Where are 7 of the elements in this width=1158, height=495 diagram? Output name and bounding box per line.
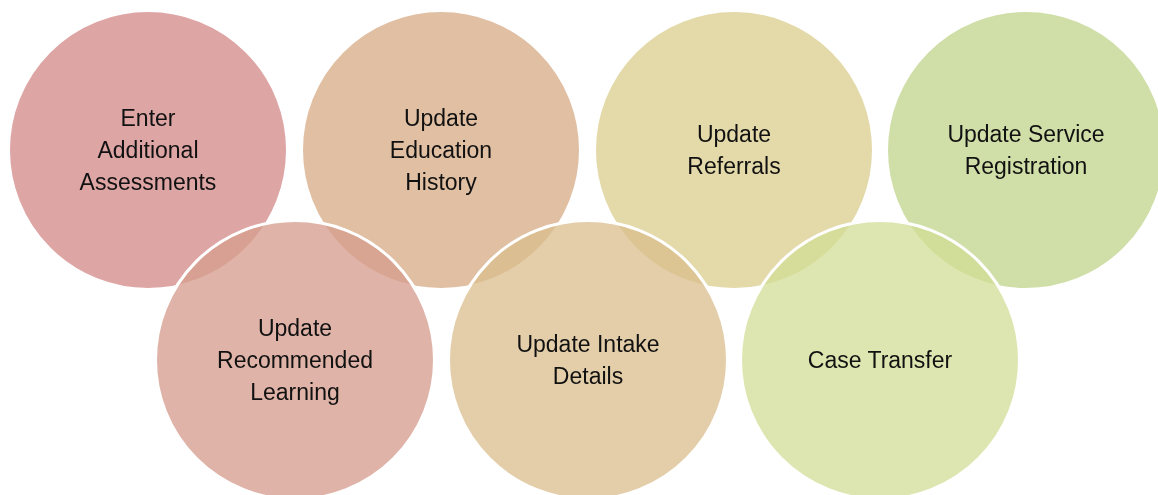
node-label: Update Service Registration [946, 120, 1106, 181]
node-label: Update Recommended Learning [216, 314, 374, 407]
node-label: Update Education History [388, 104, 494, 197]
node-label: Update Intake Details [515, 330, 661, 391]
node-label: Enter Additional Assessments [78, 104, 218, 197]
node-label: Case Transfer [807, 346, 953, 375]
node-label: Update Referrals [686, 120, 782, 181]
